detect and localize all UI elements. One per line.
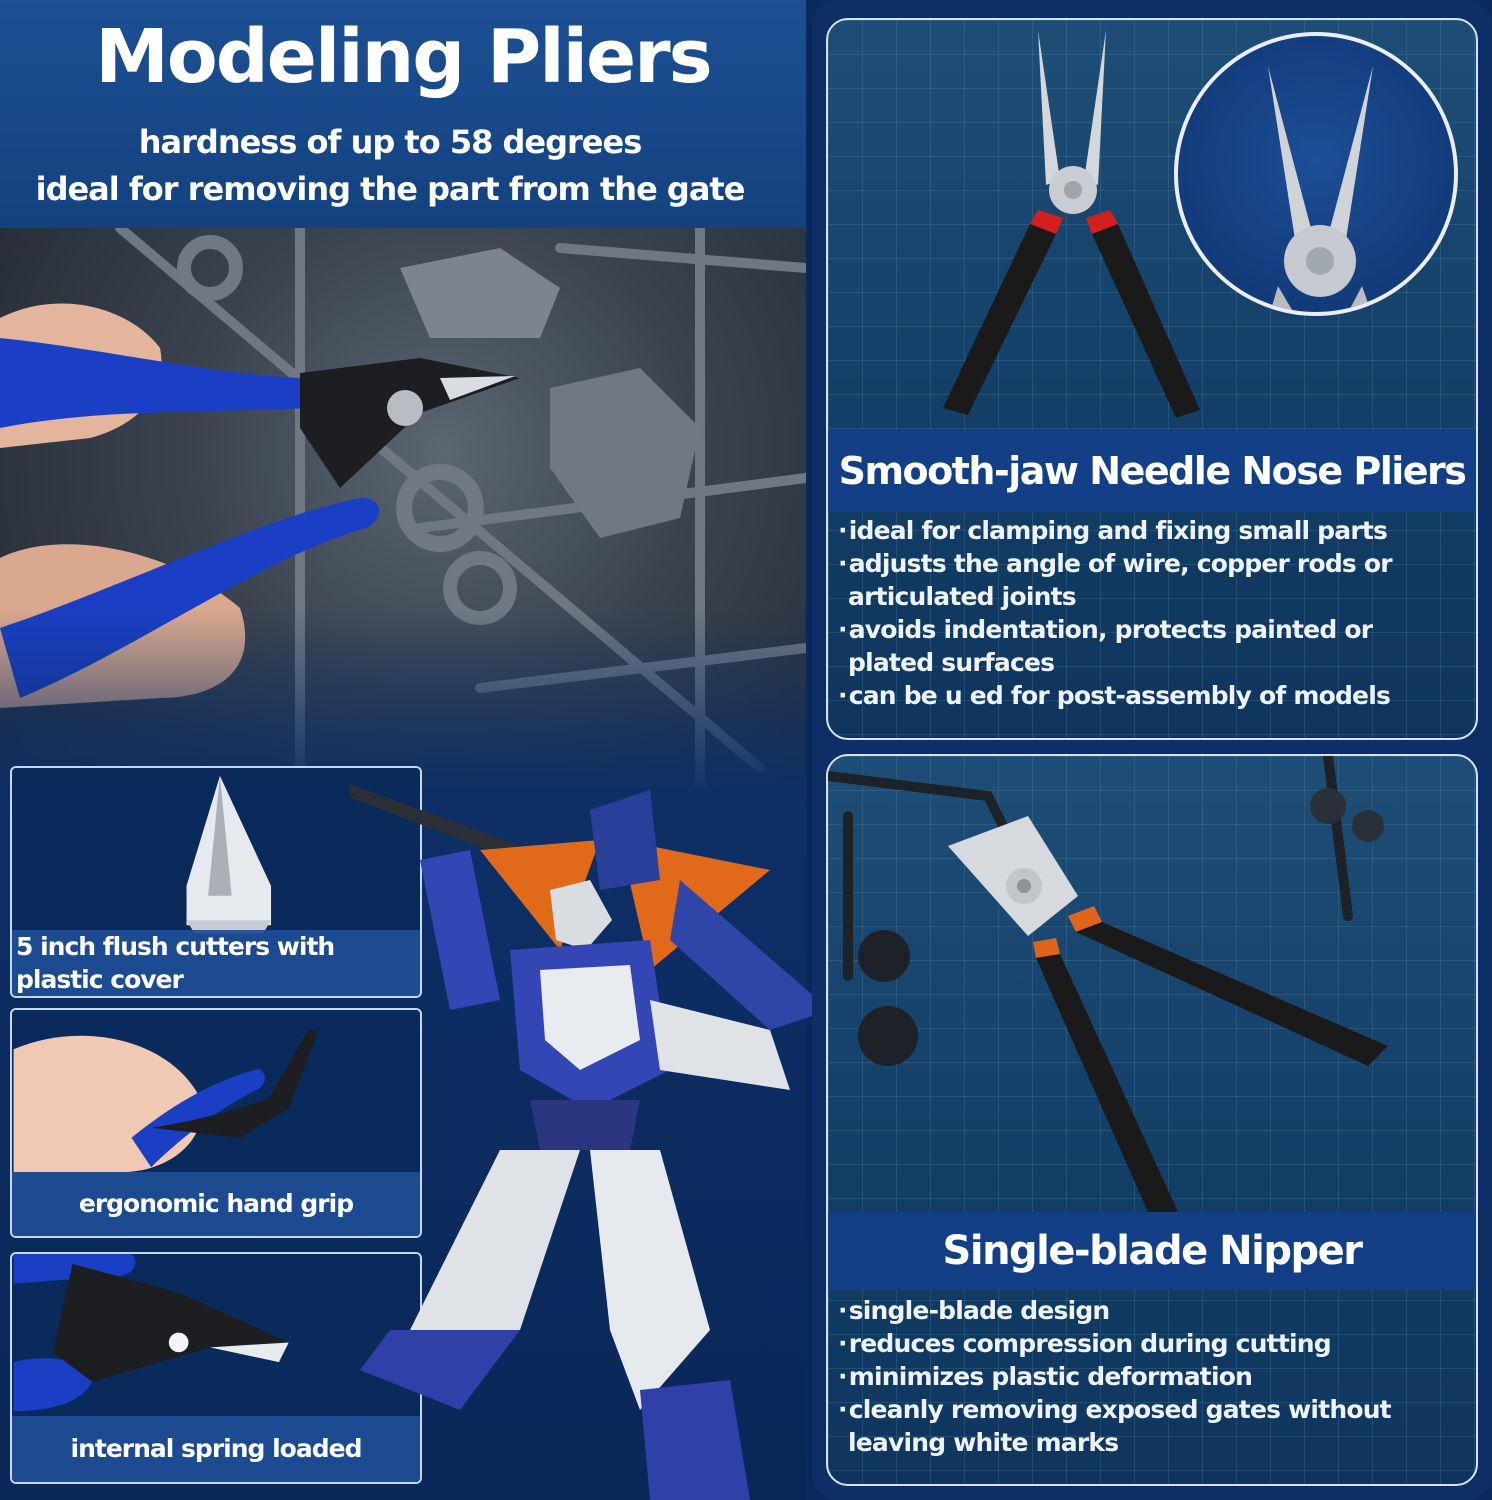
- nipper-bullet: single-blade design: [836, 1294, 1472, 1327]
- needle-nose-bullet: adjusts the angle of wire, copper rods o…: [836, 547, 1396, 613]
- subtitle-line-1: hardness of up to 58 degrees: [138, 123, 643, 161]
- needle-nose-bullet-list: ideal for clamping and fixing small part…: [836, 514, 1396, 712]
- nipper-bullet: reduces compression during cutting: [836, 1327, 1472, 1360]
- page-title: Modeling Pliers: [95, 14, 712, 100]
- nipper-panel: Single-blade Nipper single-blade design …: [826, 754, 1478, 1486]
- right-column: Smooth-jaw Needle Nose Pliers ideal for …: [812, 0, 1492, 1500]
- nipper-bullet: minimizes plastic deformation: [836, 1360, 1472, 1393]
- jaw-zoom-circle: [1174, 32, 1458, 316]
- nipper-bullet: cleanly removing exposed gates without l…: [836, 1393, 1472, 1459]
- needle-nose-heading: Smooth-jaw Needle Nose Pliers: [828, 430, 1476, 512]
- needle-nose-pliers-icon: [943, 30, 1200, 418]
- feature-label-hand-grip: ergonomic hand grip: [12, 1172, 420, 1236]
- needle-nose-bullet: ideal for clamping and fixing small part…: [836, 514, 1396, 547]
- nipper-icon: [828, 756, 1388, 1212]
- left-header: Modeling Pliers hardness of up to 58 deg…: [0, 0, 806, 228]
- feature-label-spring: internal spring loaded: [12, 1416, 420, 1482]
- feature-label-flush-cutters: 5 inch flush cutters with plastic cover: [12, 930, 420, 996]
- left-column: Modeling Pliers hardness of up to 58 deg…: [0, 0, 830, 1500]
- jaw-closeup-icon: [1268, 66, 1373, 312]
- nipper-bullet-list: single-blade design reduces compression …: [836, 1294, 1472, 1459]
- robot-figure-icon: [350, 784, 830, 1500]
- feature-card-spring: internal spring loaded: [10, 1252, 422, 1484]
- nipper-heading: Single-blade Nipper: [828, 1212, 1476, 1290]
- feature-card-flush-cutters: 5 inch flush cutters with plastic cover: [10, 766, 422, 998]
- needle-nose-bullet: avoids indentation, protects painted or …: [836, 613, 1396, 679]
- needle-nose-bullet: can be u ed for post-assembly of models: [836, 679, 1396, 712]
- needle-nose-panel: Smooth-jaw Needle Nose Pliers ideal for …: [826, 18, 1478, 740]
- subtitle-line-2: ideal for removing the part from the gat…: [35, 170, 746, 208]
- feature-card-hand-grip: ergonomic hand grip: [10, 1008, 422, 1238]
